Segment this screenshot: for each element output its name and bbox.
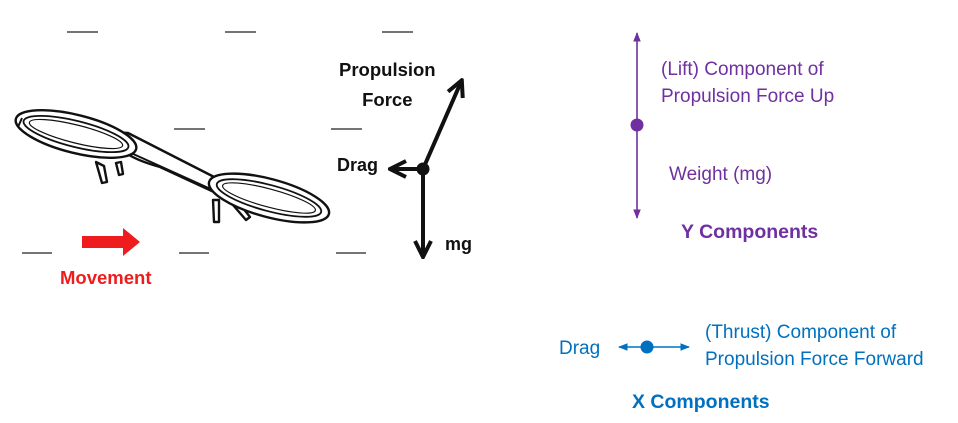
- thrust-label-line2: Propulsion Force Forward: [705, 349, 924, 370]
- force-origin-dot: [416, 162, 430, 176]
- drone-icon: [14, 109, 331, 224]
- thrust-component-label: (Thrust) Component of Propulsion Force F…: [705, 319, 924, 373]
- drag-label: Drag: [337, 155, 379, 175]
- lift-component-label: (Lift) Component of Propulsion Force Up: [661, 56, 834, 110]
- x-origin-dot: [640, 340, 654, 354]
- thrust-label-line1: (Thrust) Component of: [705, 322, 897, 343]
- propulsion-label-line2: Force: [362, 89, 413, 110]
- propulsion-force-arrow: [421, 82, 461, 171]
- y-origin-dot: [630, 118, 644, 132]
- weight-component-label: Weight (mg): [669, 164, 773, 185]
- propulsion-force-label: Propulsion Force: [339, 55, 436, 115]
- y-components-title: Y Components: [681, 221, 819, 243]
- x-drag-label: Drag: [559, 338, 601, 359]
- propulsion-label-line1: Propulsion: [339, 59, 436, 80]
- x-components-title: X Components: [632, 391, 770, 413]
- lift-label-line2: Propulsion Force Up: [661, 86, 835, 107]
- lift-label-line1: (Lift) Component of: [661, 59, 824, 80]
- movement-label: Movement: [60, 267, 152, 288]
- weight-mg-label: mg: [445, 234, 472, 254]
- movement-arrow-icon: [82, 228, 140, 256]
- background-dash-lines: [22, 31, 413, 254]
